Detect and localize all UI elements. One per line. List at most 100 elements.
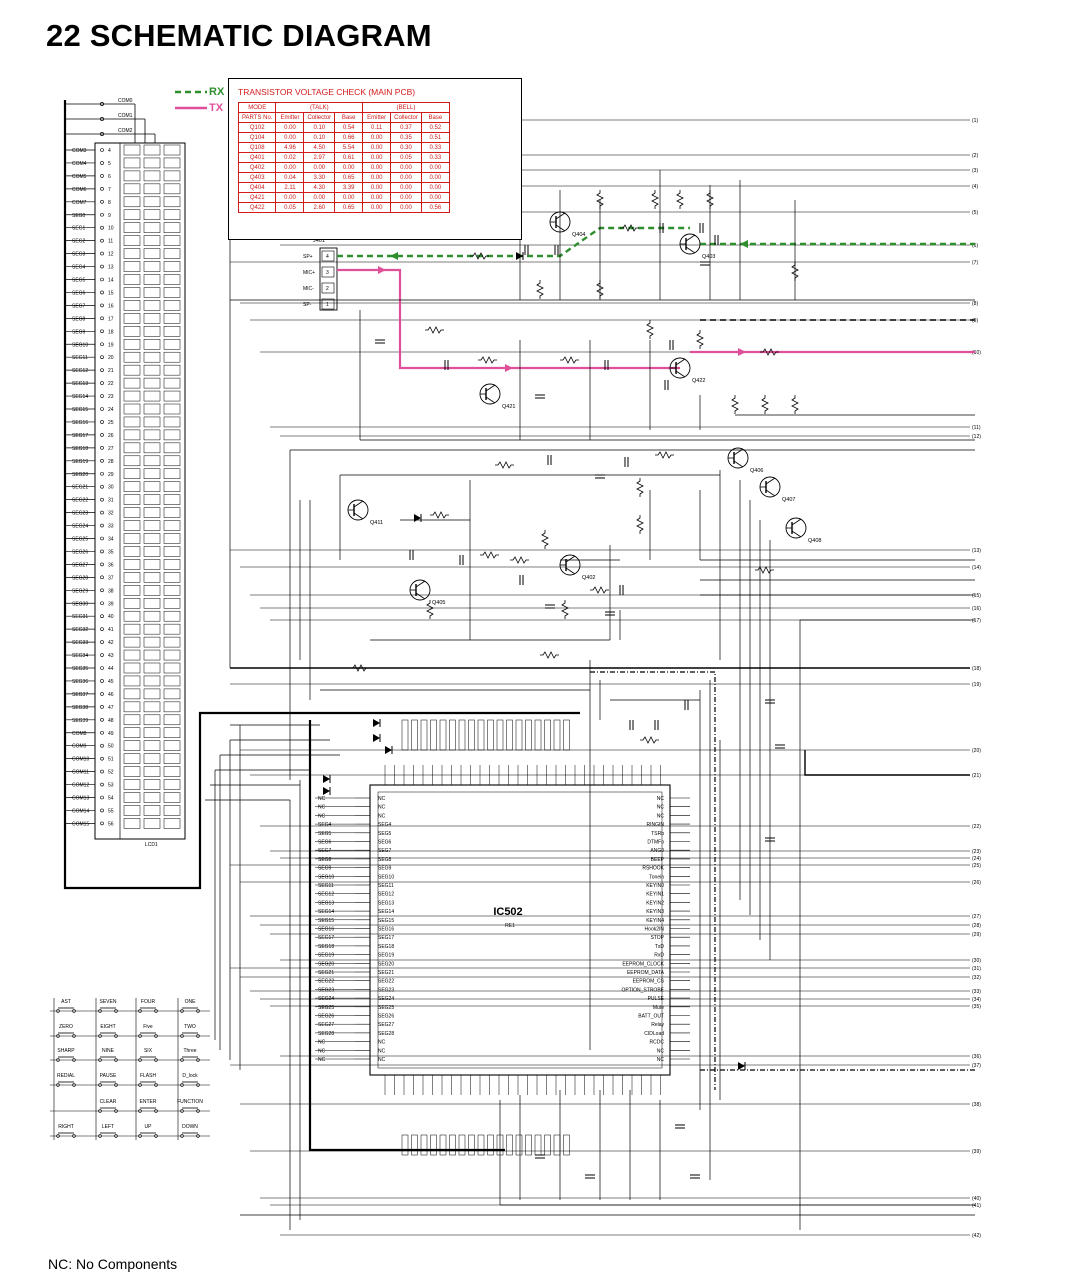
row-value-cell: 0.10 bbox=[303, 132, 336, 143]
ic-right-pin-label: NC bbox=[657, 796, 665, 802]
connector-label: (10) bbox=[972, 350, 981, 356]
lcd-pin-label: COM12 bbox=[72, 783, 89, 789]
lcd-pin-label: SEG14 bbox=[72, 394, 88, 400]
row-value-cell: 0.11 bbox=[362, 122, 392, 133]
lcd-segment-cell bbox=[123, 248, 141, 259]
ic-left-pin-label: SEG22 bbox=[378, 979, 394, 985]
ic-left-pin-label: SEG23 bbox=[378, 987, 394, 993]
lcd-pin-node bbox=[100, 161, 104, 165]
lcd-pin-node bbox=[100, 756, 104, 761]
ic-top-resistor bbox=[430, 719, 437, 751]
ic-top-resistor bbox=[515, 719, 523, 751]
resistor-symbol bbox=[470, 252, 489, 260]
ic-right-pin-label: Mute bbox=[653, 1005, 664, 1011]
bus-thick bbox=[63, 100, 580, 890]
lcd-segment-cell bbox=[163, 248, 181, 259]
lcd-pin-number: 47 bbox=[108, 705, 114, 711]
ic-bottom-resistor bbox=[553, 1134, 561, 1156]
ic-right-pin-label: STOP bbox=[650, 935, 664, 941]
row-part-cell: Q403 bbox=[237, 172, 277, 183]
lcd-segment-cell bbox=[123, 468, 141, 479]
lcd-pin-number: 46 bbox=[108, 692, 114, 698]
ic-left-pin-label: SEG10 bbox=[378, 874, 394, 880]
bus-thick bbox=[804, 750, 970, 776]
lcd-pin-node bbox=[100, 225, 104, 230]
keypad-key-label: EIGHT bbox=[100, 1024, 115, 1030]
lcd-segment-cell bbox=[163, 520, 181, 531]
lcd-pin-label: SEG7 bbox=[72, 303, 86, 309]
ic-left-net-label: SEG15 bbox=[318, 918, 334, 924]
lcd-segment-cell bbox=[143, 546, 161, 557]
resistor-symbol bbox=[425, 326, 444, 334]
keypad-switch-contact bbox=[114, 1034, 118, 1038]
ic-right-pin-label: Relay bbox=[651, 1022, 664, 1028]
lcd-segment-cell bbox=[123, 442, 141, 454]
lcd-segment-cell bbox=[163, 287, 181, 298]
lcd-pin-node bbox=[100, 316, 104, 321]
row-value-cell: 0.00 bbox=[362, 182, 392, 193]
lcd-segment-cell bbox=[123, 805, 141, 816]
connector-label: (27) bbox=[972, 914, 981, 920]
lcd-pin-number: 43 bbox=[108, 653, 114, 659]
lcd-segment-cell bbox=[143, 792, 161, 803]
lcd-segment-cell bbox=[123, 779, 141, 790]
lcd-segment-cell bbox=[143, 675, 161, 687]
lcd-segment-cell bbox=[123, 675, 141, 687]
lcd-segment-cell bbox=[123, 377, 141, 389]
ic-top-resistor bbox=[563, 719, 570, 751]
lcd-segment-cell bbox=[163, 481, 181, 492]
lcd-segment-cell bbox=[163, 818, 181, 829]
keypad-switch-contact bbox=[180, 1058, 184, 1062]
lcd-pin-label: COM15 bbox=[72, 821, 89, 827]
lcd-segment-cell bbox=[163, 222, 181, 233]
connector-label: (30) bbox=[972, 958, 981, 964]
resistor-symbol bbox=[540, 651, 559, 659]
connector-label: (32) bbox=[972, 975, 981, 981]
connector-label: (14) bbox=[972, 565, 981, 571]
lcd-pin-label: COM7 bbox=[72, 200, 87, 206]
ic-right-pin-label: KEYIN3 bbox=[646, 909, 664, 915]
ic-top-resistor bbox=[420, 719, 428, 751]
ic502-outline bbox=[369, 784, 671, 1076]
jack-pin-number: 1 bbox=[326, 302, 329, 308]
lcd-segment-cell bbox=[163, 468, 181, 479]
voltage-table: MODE (TALK) (BELL) PARTS No. Emitter Col… bbox=[237, 102, 450, 213]
lcd-pin-number: 21 bbox=[108, 368, 114, 374]
ic-left-pin-label: SEG20 bbox=[378, 961, 394, 967]
lcd-pin-label: SEG20 bbox=[72, 472, 88, 478]
ic-right-pin-label: BEEP bbox=[651, 857, 665, 863]
ic-left-net-label: SEG23 bbox=[318, 987, 334, 993]
lcd-pin-node bbox=[100, 420, 104, 424]
lcd-segment-cell bbox=[163, 429, 181, 441]
lcd-segment-cell bbox=[163, 183, 181, 195]
lcd-segment-cell bbox=[143, 481, 161, 492]
lcd-pin-label: SEG22 bbox=[72, 498, 88, 504]
diode-symbol bbox=[516, 252, 523, 260]
ic-bottom-resistor bbox=[563, 1134, 570, 1156]
keypad-switch-contact bbox=[114, 1134, 118, 1138]
lcd-segment-cell bbox=[123, 533, 141, 544]
lcd-pin-label: SEG11 bbox=[72, 355, 88, 361]
keypad-switch-contact bbox=[138, 1009, 142, 1013]
lcd-segment-cell bbox=[123, 546, 141, 557]
lcd-segment-cell bbox=[143, 157, 161, 169]
lcd-segment-cell bbox=[123, 274, 141, 285]
lcd-pin-node bbox=[100, 238, 104, 243]
keypad-switch-contact bbox=[98, 1058, 102, 1062]
row-value-cell: 0.00 bbox=[275, 192, 305, 203]
lcd-pin-node bbox=[100, 795, 104, 800]
resistor-symbol bbox=[561, 600, 569, 619]
lcd-pin-node bbox=[100, 562, 104, 567]
ic-left-pin-label: SEG4 bbox=[378, 822, 392, 828]
resistor-symbol bbox=[651, 190, 659, 209]
lcd-pin-node bbox=[100, 212, 104, 217]
keypad-switch-contact bbox=[138, 1083, 142, 1087]
resistor-symbol bbox=[478, 356, 497, 364]
transistor-label: Q405 bbox=[432, 600, 445, 606]
resistor-symbol bbox=[791, 395, 799, 414]
ic-left-pin-label: SEG18 bbox=[378, 944, 394, 950]
lcd-segment-cell bbox=[163, 753, 181, 764]
